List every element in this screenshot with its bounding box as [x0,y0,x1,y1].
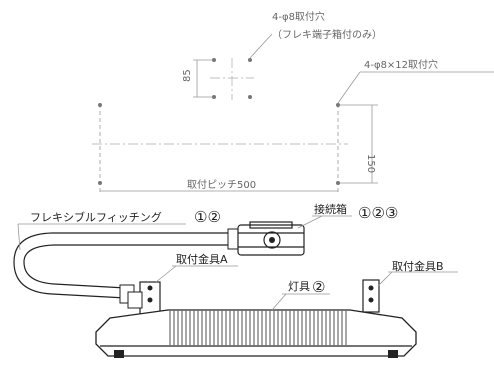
junction-box-hole-pattern: 85 4-φ8取付穴 （フレキ端子箱付のみ） [182,10,382,100]
box-holes-note: （フレキ端子箱付のみ） [272,28,382,41]
fixture-pitch-label: 取付ピッチ500 [187,178,256,191]
fixture-height-dimension: 150 [365,154,376,173]
bracket-b [362,279,380,313]
cooling-fins [169,311,347,345]
fixture-holes-label: 4-φ8×12取付穴 [364,58,438,71]
box-holes-label: 4-φ8取付穴 [272,10,325,23]
luminaire-ref: ② [312,278,325,296]
junction-box-refs: ①②③ [358,204,398,222]
luminaire-body [95,309,417,358]
bracket-a-label: 取付金具A [176,252,228,266]
bracket-b-label: 取付金具B [392,259,444,273]
junction-box [237,221,305,256]
flex-fitting-refs: ①② [194,208,221,226]
flex-fitting-label: フレキシブルフィッチング [30,210,162,224]
junction-box-label: 接続箱 [314,202,347,216]
luminaire-label: 灯具 [288,280,310,293]
fixture-hole-pattern: 150 取付ピッチ500 4-φ8×12取付穴 [92,58,494,194]
box-dimension-label: 85 [182,69,193,82]
